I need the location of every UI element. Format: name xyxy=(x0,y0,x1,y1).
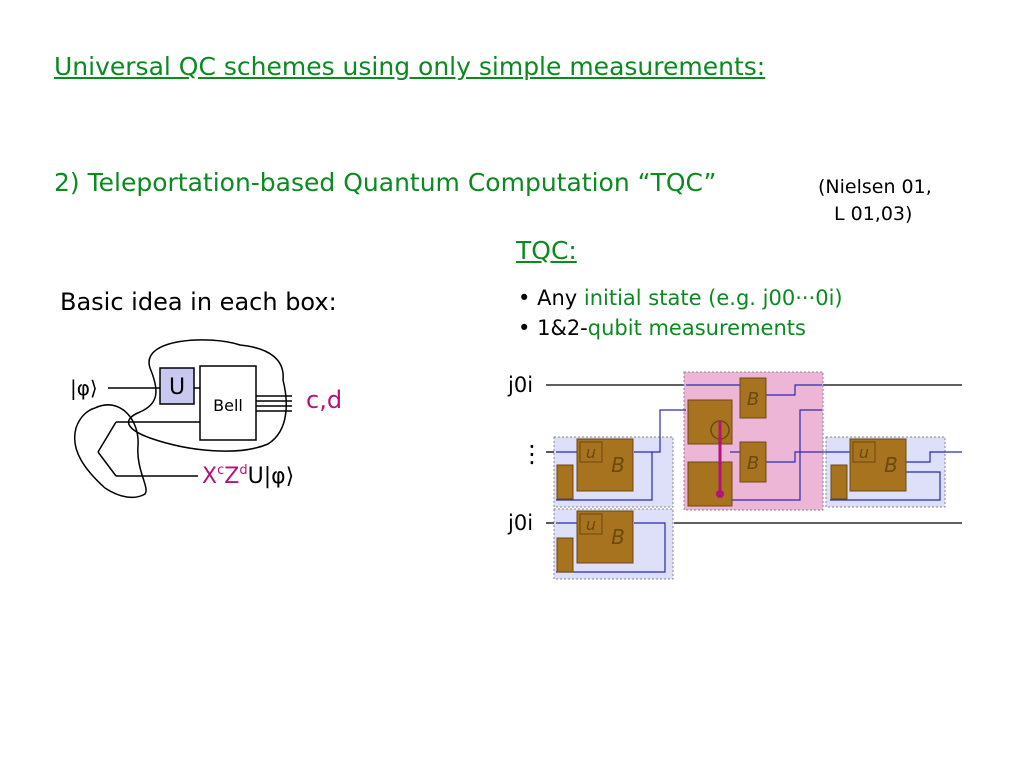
output-state-label: XcZdU|φ⟩ xyxy=(202,463,294,489)
slide-subtitle: 2) Teleportation-based Quantum Computati… xyxy=(54,168,717,197)
output-z: Z xyxy=(224,464,239,489)
lower-blob-outline xyxy=(74,404,147,499)
u-label: u xyxy=(586,515,596,534)
b-label-bottom: B xyxy=(747,453,759,474)
citation-line-2: L 01,03) xyxy=(834,203,913,225)
bell-measure-box xyxy=(199,365,257,441)
blue-wire-rt-2 xyxy=(906,451,962,463)
bell-block-top xyxy=(739,377,767,419)
blue-wire-rt-3 xyxy=(830,471,941,501)
upper-blob-outline xyxy=(127,339,287,452)
qubit-bottom-label: j0i xyxy=(507,511,533,535)
bullet-highlight: initial state (e.g. j00···0i) xyxy=(583,286,843,310)
citation-line-1: (Nielsen 01, xyxy=(818,176,932,198)
ellipsis-label: ⋮ xyxy=(520,440,544,468)
b-label: B xyxy=(884,453,898,477)
u-subblock xyxy=(852,441,876,463)
blue-wire-pink-5 xyxy=(730,409,822,501)
bell-block-bottom xyxy=(739,441,767,483)
basic-idea-diagram xyxy=(74,339,292,499)
bullet-highlight: qubit measurements xyxy=(587,316,806,340)
tqc-block-right: u B xyxy=(830,438,907,500)
tqc-block-left-top: u B xyxy=(556,438,634,500)
bullet-prefix: Any xyxy=(537,286,578,310)
entangle-wire-b xyxy=(97,451,117,477)
bullet-measurements: • 1&2-qubit measurements xyxy=(518,316,806,340)
outcome-label: c,d xyxy=(306,386,342,414)
bullet-initial-state: • Any initial state (e.g. j00···0i) xyxy=(518,286,843,310)
basic-idea-label: Basic idea in each box: xyxy=(60,288,337,316)
prep-block xyxy=(830,464,848,500)
output-d-exp: d xyxy=(239,463,247,478)
u-subblock xyxy=(579,441,603,463)
b-label: B xyxy=(611,525,625,549)
u-gate-box xyxy=(159,367,195,405)
u-label: u xyxy=(859,443,869,462)
b-label-top: B xyxy=(747,389,759,410)
tqc-block-left-bottom: u B xyxy=(556,510,634,573)
output-u: U xyxy=(248,464,264,489)
main-wires xyxy=(546,384,962,524)
bullet-prefix: 1&2- xyxy=(537,316,588,340)
entangle-wire-a xyxy=(97,421,117,453)
bell-block xyxy=(576,438,634,492)
blue-wire-lt-3 xyxy=(652,409,686,453)
tqc-heading: TQC: xyxy=(516,236,577,265)
prep-block xyxy=(556,464,574,500)
bell-box-label: Bell xyxy=(213,396,243,415)
blue-wire-lt-2 xyxy=(556,451,653,501)
bell-block xyxy=(576,510,634,564)
slide-title: Universal QC schemes using only simple m… xyxy=(54,52,766,81)
output-phi: |φ⟩ xyxy=(264,464,295,489)
cnot-control xyxy=(716,490,724,498)
cnot-prep-bottom xyxy=(687,461,733,507)
b-label: B xyxy=(611,453,625,477)
bullet-dot: • xyxy=(518,316,531,340)
bell-block xyxy=(849,438,907,492)
blue-wire-pink-2 xyxy=(766,384,822,396)
qubit-top-label: j0i xyxy=(507,373,533,397)
blue-wire-pink-4 xyxy=(766,451,830,463)
input-state-label: |φ⟩ xyxy=(70,376,98,400)
u-gate-label: U xyxy=(169,375,185,400)
u-label: u xyxy=(586,443,596,462)
blue-wires xyxy=(556,384,962,573)
output-x: X xyxy=(202,464,217,489)
output-c-exp: c xyxy=(217,463,224,478)
u-subblock xyxy=(579,513,603,535)
blue-wire-lb-2 xyxy=(556,522,666,573)
bullet-dot: • xyxy=(518,286,531,310)
tqc-block-center: B B xyxy=(687,377,767,507)
prep-block xyxy=(556,537,574,573)
